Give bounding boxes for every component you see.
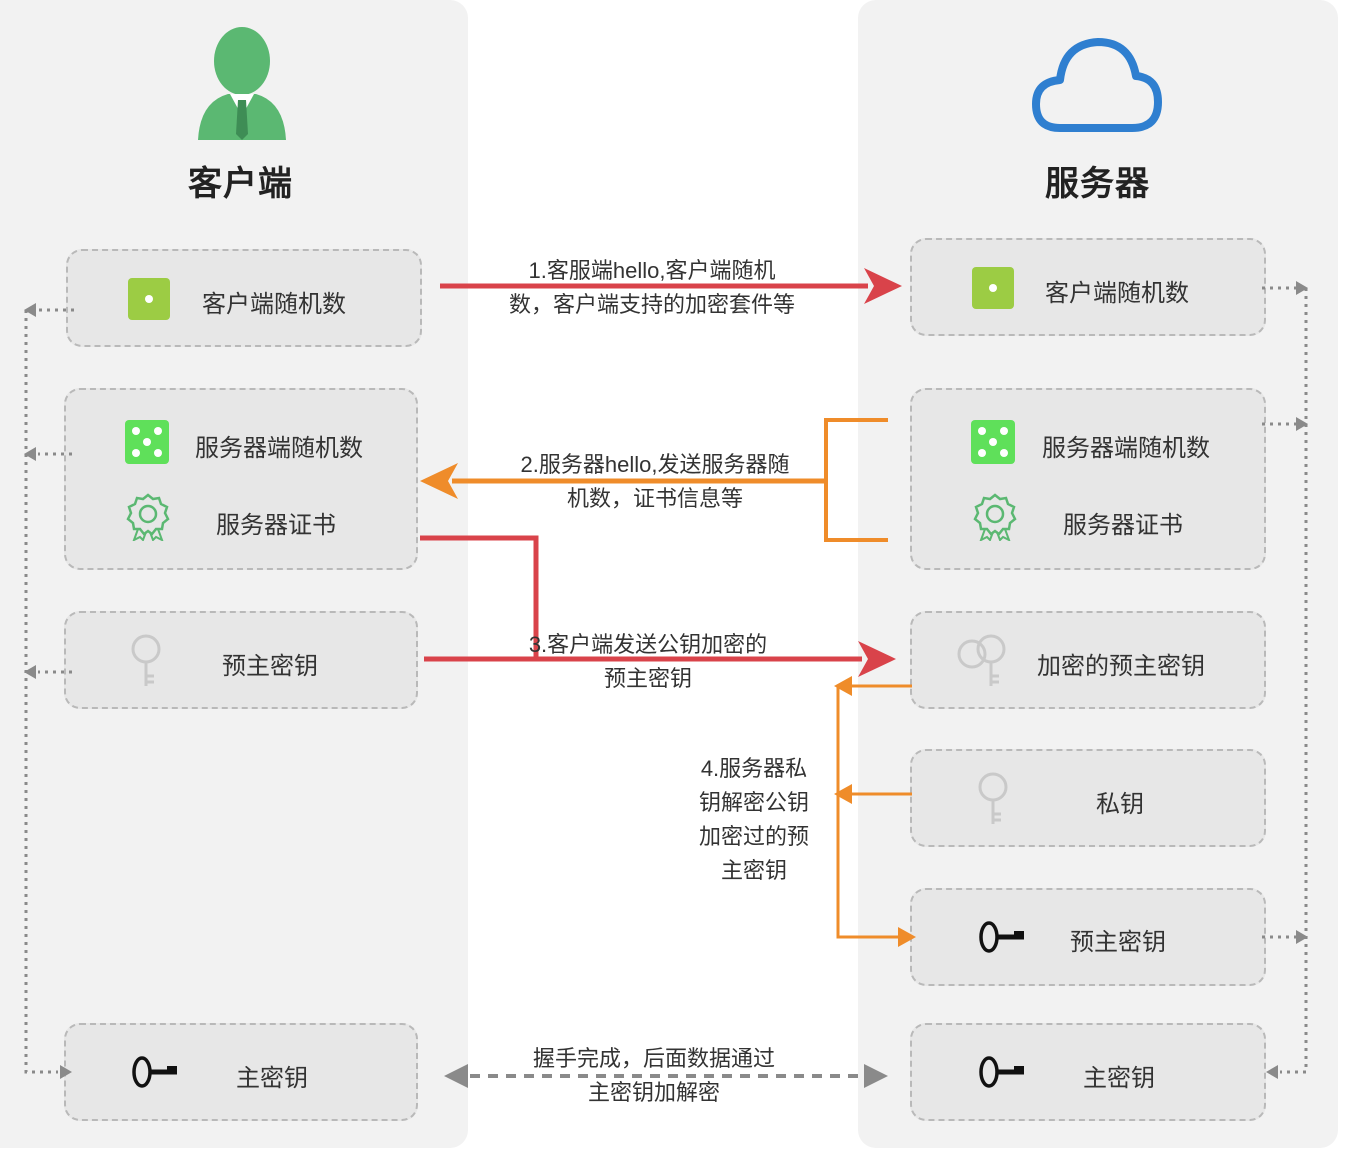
client-random-label: 客户端随机数 [202,291,346,318]
server-master-label: 主密钥 [1083,1065,1155,1092]
step3-arrowhead [858,641,896,677]
step2-line1: 2.服务器hello,发送服务器随 [520,452,790,477]
done-message: 握手完成，后面数据通过 主密钥加解密 [474,1042,834,1110]
server-encrypted-premaster-box [910,611,1266,709]
key-solid-icon [132,1056,177,1088]
step4-message: 4.服务器私 钥解密公钥 加密过的预 主密钥 [680,752,828,888]
step1-line2: 数，客户端支持的加密套件等 [508,292,795,317]
step4-head-bottom [898,927,916,947]
dice-one-icon [128,278,170,320]
done-line2: 主密钥加解密 [587,1080,720,1105]
key-outline-icon [131,634,161,686]
step4-line1: 4.服务器私 [700,756,808,781]
step4-line2: 钥解密公钥 [698,790,809,815]
client-cert-label: 服务器证书 [216,512,336,539]
server-private-key-box [910,749,1266,847]
client-server-random-label: 服务器端随机数 [195,435,363,462]
cloud-icon [1032,38,1162,132]
step3-line2: 预主密钥 [603,666,692,691]
done-line1: 握手完成，后面数据通过 [532,1046,775,1071]
server-dot-head-2 [1296,417,1308,431]
server-client-random-box [910,238,1266,336]
client-dot-head-3 [24,665,36,679]
client-dot-head-2 [24,447,36,461]
double-key-icon [957,634,1006,686]
client-premaster-label: 预主密钥 [222,653,318,680]
step1-arrowhead [864,268,902,304]
step4-line3: 加密过的预 [698,824,809,849]
server-encrypted-premaster-label: 加密的预主密钥 [1037,653,1205,680]
step4-vertical [836,686,900,939]
client-title: 客户端 [188,165,293,203]
server-client-random-label: 客户端随机数 [1045,280,1189,307]
key-solid-icon [979,921,1024,953]
server-dot-head-4 [1266,1065,1278,1079]
client-dotted-connector [24,308,74,1074]
step3-message: 3.客户端发送公钥加密的 预主密钥 [468,628,828,696]
client-premaster-box [64,611,418,709]
key-solid-icon [979,1056,1024,1088]
dice-five-icon [971,420,1015,464]
server-master-box [910,1023,1266,1121]
client-server-info-box [64,388,418,570]
dice-five-icon [125,420,169,464]
certificate-icon [973,493,1017,541]
step3-elbow [420,535,539,659]
step4-line4: 主密钥 [720,858,787,883]
server-dot-head-3 [1296,930,1308,944]
step1-message: 1.客服端hello,客户端随机 数，客户端支持的加密套件等 [462,254,842,322]
server-premaster-box [910,888,1266,986]
client-dot-head-4 [60,1065,72,1079]
done-head-left [444,1064,468,1088]
certificate-icon [126,493,170,541]
server-premaster-label: 预主密钥 [1070,929,1166,956]
client-master-label: 主密钥 [236,1065,308,1092]
server-random-label: 服务器端随机数 [1042,435,1210,462]
server-dotted-connector [1262,286,1308,1074]
step2-message: 2.服务器hello,发送服务器随 机数，证书信息等 [460,448,850,516]
client-panel [0,0,468,1148]
step3-line1: 3.客户端发送公钥加密的 [528,632,768,657]
step2-arrowhead [420,463,458,499]
server-info-box [910,388,1266,570]
step2-line2: 机数，证书信息等 [566,486,743,511]
user-icon [198,27,286,140]
done-head-right [864,1064,888,1088]
server-private-key-label: 私钥 [1096,791,1144,818]
dice-one-icon [972,267,1014,309]
step1-line1: 1.客服端hello,客户端随机 [528,258,776,283]
client-dot-head-1 [24,303,36,317]
key-outline-icon [978,772,1008,824]
client-random-box [66,249,422,347]
server-dot-head-1 [1296,281,1308,295]
step4-head-mid [834,784,852,804]
step4-head-top [834,676,852,696]
server-title: 服务器 [1045,165,1150,203]
server-cert-label: 服务器证书 [1063,512,1183,539]
